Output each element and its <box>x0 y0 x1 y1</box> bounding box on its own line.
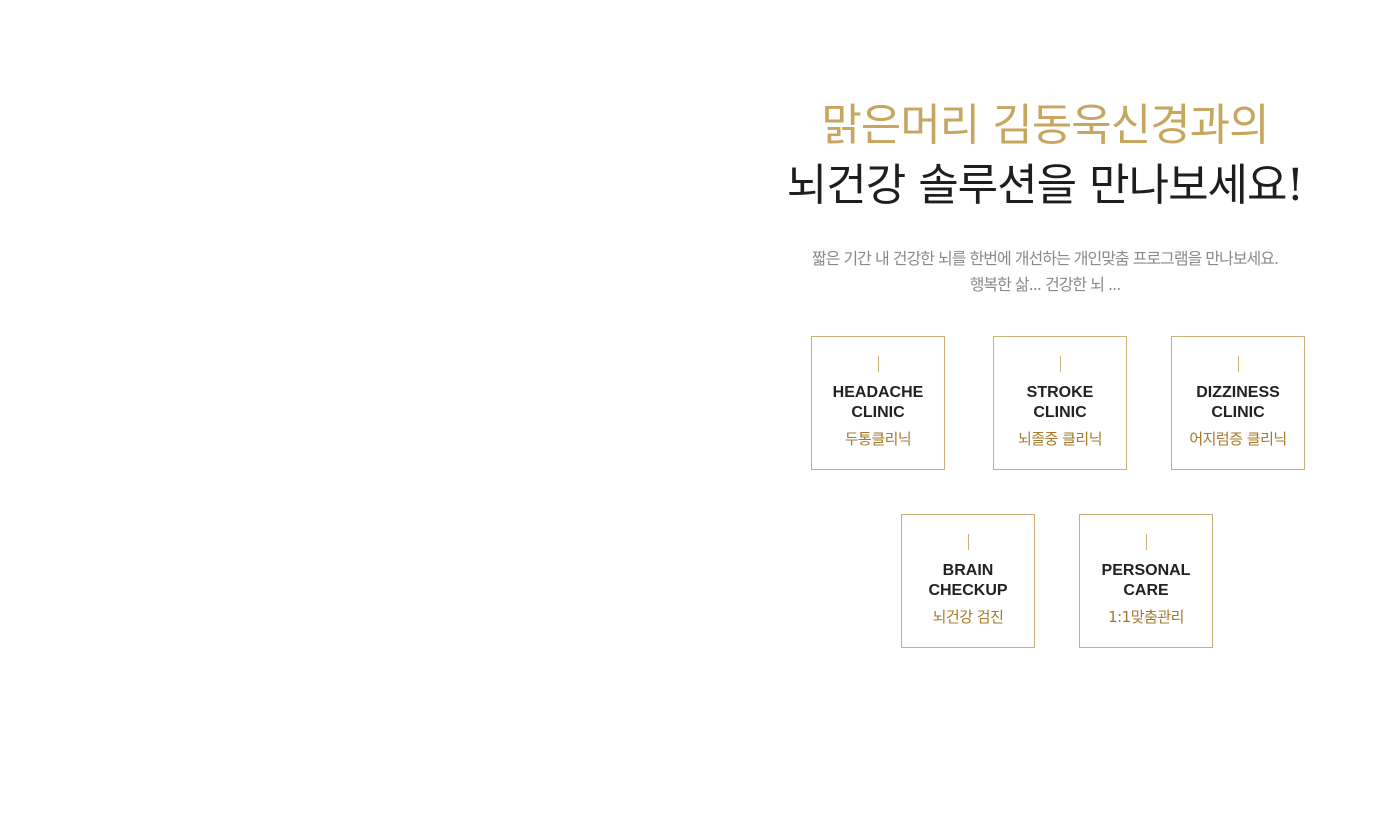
hero-description: 짧은 기간 내 건강한 뇌를 한번에 개선하는 개인맞춤 프로그램을 만나보세요… <box>720 246 1370 298</box>
clinic-card-subtitle: 어지럼증 클리닉 <box>1189 430 1287 448</box>
divider-tick <box>878 356 879 372</box>
clinic-card-subtitle: 두통클리닉 <box>844 430 912 448</box>
clinic-card-brain-checkup[interactable]: BRAIN CHECKUP 뇌건강 검진 <box>901 514 1035 648</box>
divider-tick <box>1060 356 1061 372</box>
clinic-card-subtitle: 뇌건강 검진 <box>932 608 1004 626</box>
clinic-card-title: HEADACHE CLINIC <box>832 384 924 421</box>
clinic-card-stroke[interactable]: STROKE CLINIC 뇌졸중 클리닉 <box>993 336 1127 470</box>
clinic-card-title: PERSONAL CARE <box>1101 562 1191 599</box>
hero-description-line2: 행복한 삶... 건강한 뇌 ... <box>969 275 1122 294</box>
hero-title-line2: 뇌건강 솔루션을 만나보세요! <box>786 160 1304 211</box>
clinic-card-dizziness[interactable]: DIZZINESS CLINIC 어지럼증 클리닉 <box>1171 336 1305 470</box>
clinic-card-title: DIZZINESS CLINIC <box>1196 384 1280 421</box>
clinic-card-personal-care[interactable]: PERSONAL CARE 1:1맞춤관리 <box>1079 514 1213 648</box>
hero-section: 맑은머리 김동욱신경과의 뇌건강 솔루션을 만나보세요! 짧은 기간 내 건강한… <box>720 96 1370 298</box>
divider-tick <box>968 534 969 550</box>
divider-tick <box>1238 356 1239 372</box>
clinic-card-title: BRAIN CHECKUP <box>928 562 1008 599</box>
clinic-card-title: STROKE CLINIC <box>1026 384 1094 421</box>
clinic-card-headache[interactable]: HEADACHE CLINIC 두통클리닉 <box>811 336 945 470</box>
clinic-card-subtitle: 1:1맞춤관리 <box>1108 608 1184 626</box>
hero-description-line1: 짧은 기간 내 건강한 뇌를 한번에 개선하는 개인맞춤 프로그램을 만나보세요… <box>811 249 1279 268</box>
clinic-card-subtitle: 뇌졸중 클리닉 <box>1017 430 1103 448</box>
divider-tick <box>1146 534 1147 550</box>
hero-title-line1: 맑은머리 김동욱신경과의 <box>821 100 1269 151</box>
